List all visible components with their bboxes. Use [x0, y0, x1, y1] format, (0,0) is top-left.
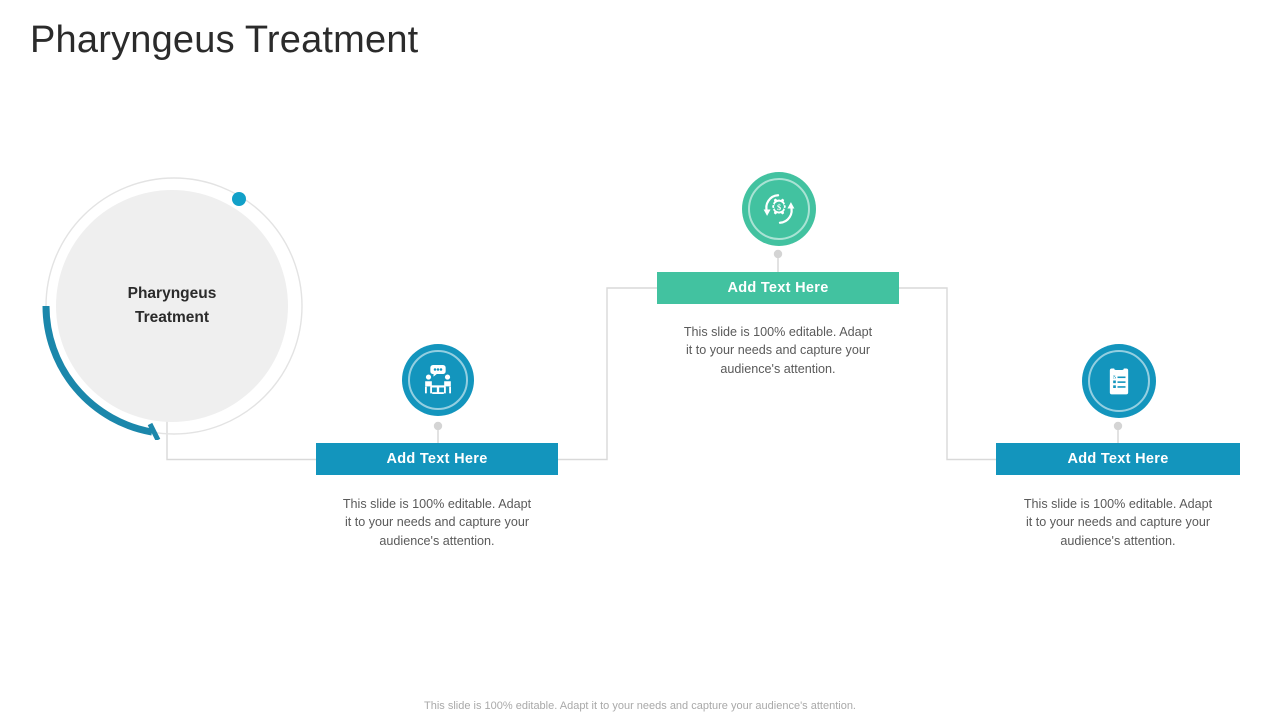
page-title: Pharyngeus Treatment — [30, 19, 419, 61]
node-1-banner[interactable]: Add Text Here — [316, 443, 558, 475]
badge-inner-ring — [748, 178, 810, 240]
hub-label-line1: Pharyngeus — [127, 284, 217, 302]
hub-progress-arc — [42, 305, 153, 436]
badge-inner-ring — [1088, 350, 1150, 412]
footer-note: This slide is 100% editable. Adapt it to… — [424, 700, 856, 712]
hub-label-line2: Treatment — [134, 309, 210, 326]
hub-rings — [42, 177, 303, 442]
node-2-banner[interactable]: Add Text Here — [657, 272, 899, 304]
badge-inner-ring — [408, 350, 468, 410]
meeting-discussion-icon[interactable] — [402, 344, 474, 416]
node-3-body-text: This slide is 100% editable. Adapt it to… — [1023, 497, 1213, 548]
hub-marker-dot — [232, 192, 246, 206]
hub-label: Pharyngeus Treatment — [56, 190, 288, 422]
hub-disc — [56, 190, 288, 422]
node-3-banner-label: Add Text Here — [1067, 451, 1169, 467]
node-2-body-text: This slide is 100% editable. Adapt it to… — [683, 325, 873, 376]
gear-money-cycle-icon[interactable]: $ — [742, 172, 816, 246]
node-2-banner-label: Add Text Here — [727, 280, 829, 296]
node-3-banner[interactable]: Add Text Here — [996, 443, 1240, 475]
node-1-banner-label: Add Text Here — [386, 451, 488, 467]
node-1-body-text: This slide is 100% editable. Adapt it to… — [342, 497, 532, 548]
clipboard-checklist-icon[interactable] — [1082, 344, 1156, 418]
hub-circle: Pharyngeus Treatment — [40, 172, 308, 442]
svg-text:$: $ — [777, 203, 781, 212]
